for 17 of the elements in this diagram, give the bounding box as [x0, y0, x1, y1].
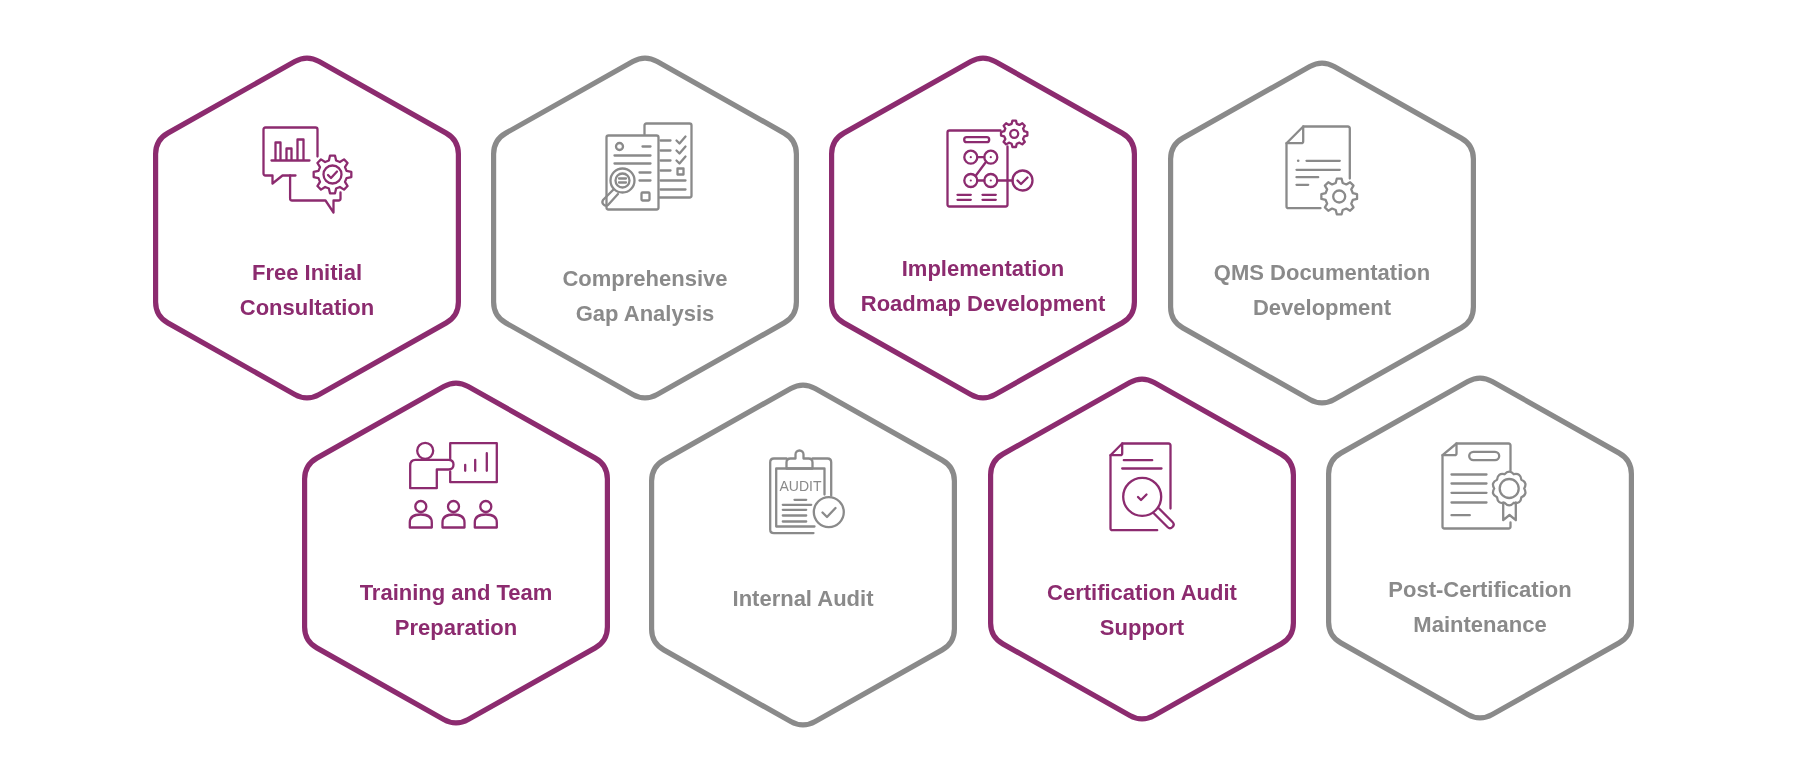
hexagon-step [1168, 57, 1476, 409]
hexagon-step [491, 52, 799, 404]
step-label: Comprehensive Gap Analysis [561, 265, 729, 328]
step-label: Training and Team Preparation [358, 579, 554, 642]
hexagon-step [302, 377, 610, 729]
hexagon-step [829, 52, 1137, 404]
hexagon-step [153, 52, 461, 404]
hexagon-step [1326, 372, 1634, 724]
step-label: Post-Certification Maintenance [1387, 576, 1573, 639]
step-label: QMS Documentation Development [1212, 259, 1432, 322]
step-label: Certification Audit Support [1046, 579, 1238, 642]
step-label: Internal Audit [731, 584, 875, 613]
clipboard-heading: AUDIT [778, 479, 823, 493]
step-label: Implementation Roadmap Development [859, 255, 1107, 318]
hexagon-step [988, 373, 1296, 725]
step-label: Free Initial Consultation [238, 259, 376, 322]
hexagon-step [649, 379, 957, 731]
